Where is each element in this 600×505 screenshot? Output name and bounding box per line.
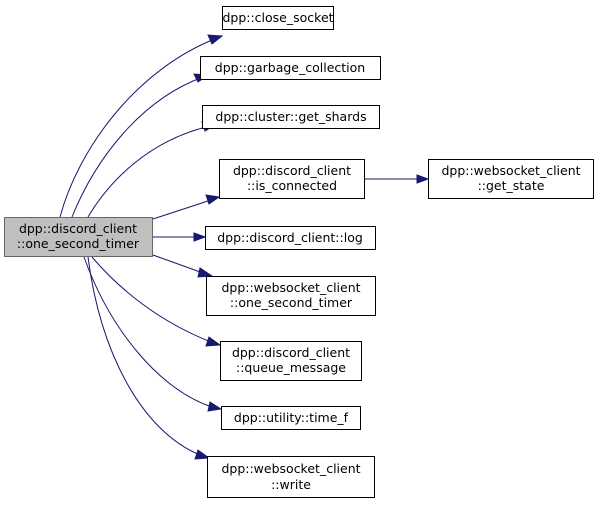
arrowhead-queue-message — [205, 336, 222, 347]
node-get-shards-label: dpp::cluster::get_shards — [215, 109, 366, 124]
node-is-connected-line2: ::is_connected — [247, 178, 337, 193]
node-get-state-line2: ::get_state — [478, 178, 545, 193]
arrowhead-close-socket — [207, 34, 224, 45]
node-log-label: dpp::discord_client::log — [217, 230, 363, 245]
node-garbage-collection-label: dpp::garbage_collection — [215, 60, 365, 75]
node-queue-message-line2: ::queue_message — [236, 360, 346, 375]
node-get-state[interactable]: dpp::websocket_client ::get_state — [428, 159, 594, 199]
edge-root-is-connected — [152, 199, 212, 220]
arrowhead-write — [194, 449, 211, 460]
node-close-socket[interactable]: dpp::close_socket — [222, 6, 334, 30]
node-ws-one-second-timer-line1: dpp::websocket_client — [221, 280, 360, 295]
node-root[interactable]: dpp::discord_client ::one_second_timer — [4, 217, 153, 257]
edge-root-close-socket — [59, 37, 218, 218]
edge-root-get-shards — [87, 125, 211, 218]
node-get-shards[interactable]: dpp::cluster::get_shards — [202, 105, 380, 129]
edge-root-queue-message — [91, 256, 212, 343]
node-is-connected-line1: dpp::discord_client — [233, 163, 351, 178]
node-root-line2: ::one_second_timer — [17, 236, 140, 251]
node-write-line1: dpp::websocket_client — [221, 461, 360, 476]
node-is-connected[interactable]: dpp::discord_client ::is_connected — [219, 159, 365, 199]
node-ws-one-second-timer[interactable]: dpp::websocket_client ::one_second_timer — [206, 276, 376, 316]
node-garbage-collection[interactable]: dpp::garbage_collection — [200, 56, 381, 80]
edge-root-garbage-collection — [71, 76, 204, 218]
node-close-socket-label: dpp::close_socket — [222, 10, 333, 25]
node-queue-message[interactable]: dpp::discord_client ::queue_message — [220, 341, 362, 381]
node-write-line2: ::write — [271, 477, 311, 492]
node-queue-message-line1: dpp::discord_client — [232, 345, 350, 360]
node-ws-one-second-timer-line2: ::one_second_timer — [230, 295, 353, 310]
arrowhead-log — [193, 232, 207, 242]
node-write[interactable]: dpp::websocket_client ::write — [207, 456, 375, 498]
arrowhead-ws-one-second-timer — [197, 267, 214, 278]
edge-root-ws-one-second-timer — [152, 254, 204, 274]
node-time-f[interactable]: dpp::utility::time_f — [221, 406, 361, 430]
node-log[interactable]: dpp::discord_client::log — [205, 226, 376, 250]
arrowhead-time-f — [207, 401, 223, 412]
edge-root-time-f — [83, 256, 213, 408]
edge-root-write — [87, 256, 201, 456]
node-get-state-line1: dpp::websocket_client — [441, 163, 580, 178]
arrowhead-get-state — [416, 174, 430, 184]
arrowhead-is-connected — [205, 194, 221, 205]
node-root-line1: dpp::discord_client — [19, 221, 137, 236]
node-time-f-label: dpp::utility::time_f — [234, 410, 349, 425]
